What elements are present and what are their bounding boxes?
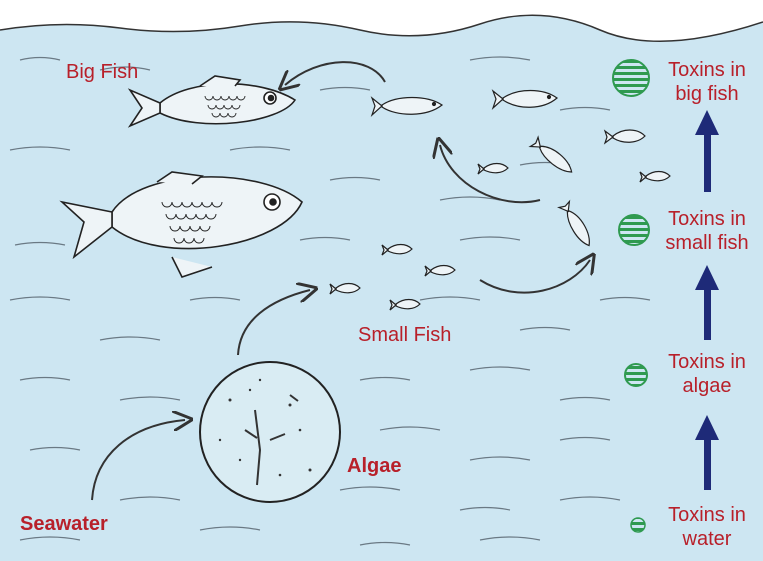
algae-cell-icon bbox=[200, 362, 340, 502]
level-algae: Toxins in algae bbox=[651, 350, 763, 398]
fish-icon bbox=[390, 300, 420, 311]
fish-icon bbox=[425, 266, 455, 277]
toxin-dot-icon bbox=[619, 215, 649, 245]
up-arrow-icon bbox=[695, 265, 719, 340]
toxin-dot-icon bbox=[631, 518, 645, 532]
level-line2: small fish bbox=[651, 231, 763, 255]
toxin-dot-icon bbox=[613, 60, 649, 96]
fish-icon bbox=[478, 164, 508, 175]
wave-lines bbox=[10, 57, 650, 545]
level-line1: Toxins in bbox=[651, 207, 763, 231]
level-line1: Toxins in bbox=[651, 350, 763, 374]
level-line1: Toxins in bbox=[651, 503, 763, 527]
up-arrow-icon bbox=[695, 415, 719, 490]
fish-icon bbox=[530, 137, 575, 178]
algae-label: Algae bbox=[347, 456, 401, 476]
fish-icon bbox=[330, 284, 360, 295]
level-line1: Toxins in bbox=[651, 58, 763, 82]
toxin-dot-icon bbox=[625, 364, 647, 386]
water-surface bbox=[0, 0, 763, 41]
fish-icon bbox=[62, 172, 302, 277]
up-arrows bbox=[695, 110, 719, 490]
fish-icon bbox=[559, 201, 594, 249]
fish-icon bbox=[493, 91, 557, 109]
level-line2: big fish bbox=[651, 82, 763, 106]
seawater-label: Seawater bbox=[20, 514, 108, 534]
level-line2: water bbox=[651, 527, 763, 551]
up-arrow-icon bbox=[695, 110, 719, 192]
fish-icon bbox=[605, 130, 645, 143]
curved-arrow-icon bbox=[92, 62, 590, 500]
big-fish-label: Big Fish bbox=[66, 62, 138, 82]
level-water: Toxins in water bbox=[651, 503, 763, 551]
level-small-fish: Toxins in small fish bbox=[651, 207, 763, 255]
small-fish-label: Small Fish bbox=[358, 325, 451, 345]
fish-icon bbox=[640, 172, 670, 183]
level-line2: algae bbox=[651, 374, 763, 398]
level-big-fish: Toxins in big fish bbox=[651, 58, 763, 106]
fish-icon bbox=[372, 98, 442, 116]
fish-icon bbox=[130, 76, 295, 126]
fish-icon bbox=[382, 245, 412, 256]
